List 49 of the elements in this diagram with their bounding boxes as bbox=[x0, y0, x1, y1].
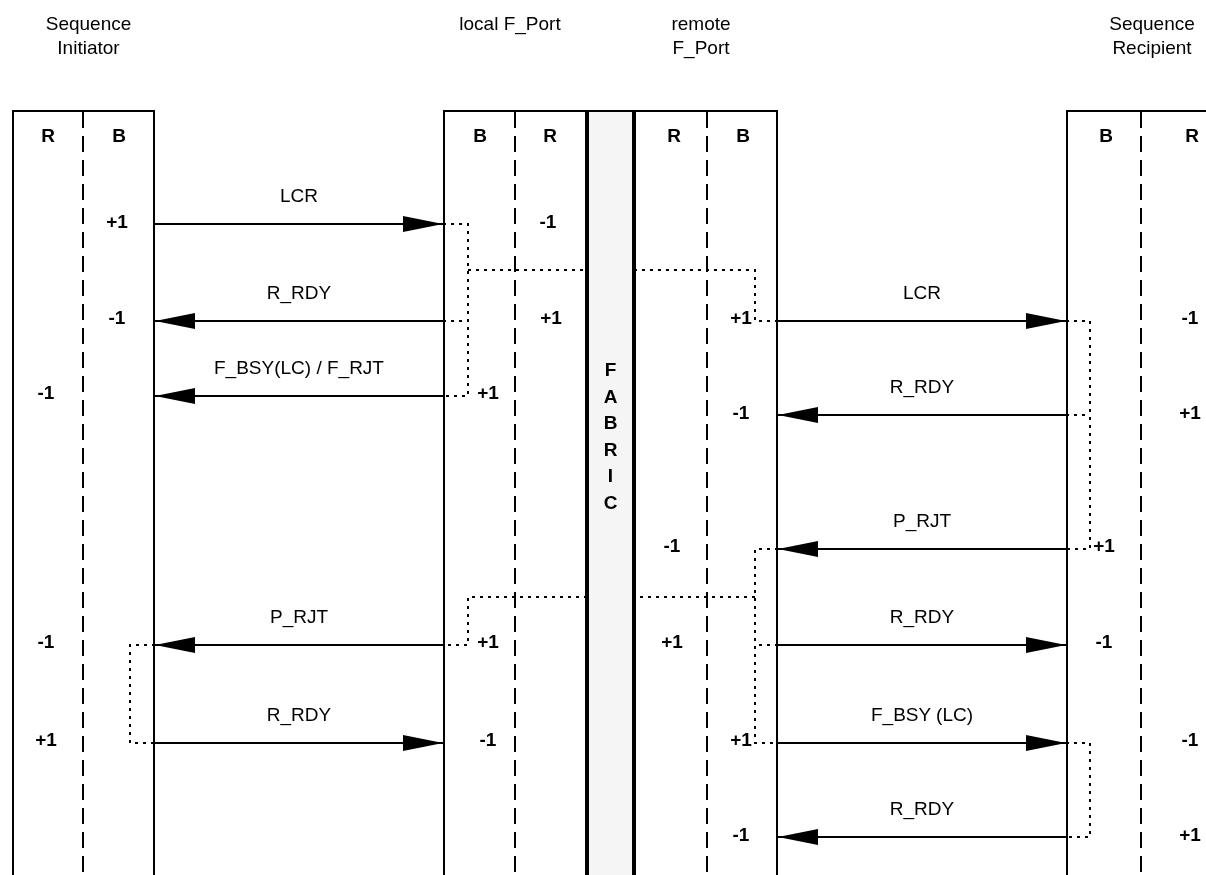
credit-count: -1 bbox=[539, 211, 557, 233]
message-arrow bbox=[154, 735, 444, 751]
credit-count: +1 bbox=[106, 211, 128, 233]
message-arrow bbox=[777, 313, 1067, 329]
column-heading: R bbox=[542, 124, 558, 148]
band-label: FABRIC bbox=[603, 358, 618, 515]
dotted-relay-line bbox=[633, 269, 779, 322]
credit-count: -1 bbox=[732, 402, 750, 424]
message-arrow bbox=[777, 637, 1067, 653]
credit-count: -1 bbox=[1181, 729, 1199, 751]
column-heading: B bbox=[735, 124, 751, 148]
credit-count: +1 bbox=[730, 307, 752, 329]
message-arrow bbox=[154, 637, 444, 653]
credit-count: -1 bbox=[1181, 307, 1199, 329]
credit-count: +1 bbox=[1179, 824, 1201, 846]
credit-count: +1 bbox=[1093, 535, 1115, 557]
column-heading: R bbox=[1184, 124, 1200, 148]
credit-count: +1 bbox=[1179, 402, 1201, 424]
credit-count: -1 bbox=[1095, 631, 1113, 653]
message-arrow bbox=[154, 216, 444, 232]
column-heading: R bbox=[666, 124, 682, 148]
credit-count: -1 bbox=[108, 307, 126, 329]
message-arrow bbox=[777, 541, 1067, 557]
message-arrow bbox=[777, 829, 1067, 845]
credit-count: -1 bbox=[37, 631, 55, 653]
lane-heading: remote F_Port bbox=[670, 12, 732, 60]
column-heading: B bbox=[472, 124, 488, 148]
credit-count: +1 bbox=[730, 729, 752, 751]
column-heading: B bbox=[1098, 124, 1114, 148]
credit-count: -1 bbox=[732, 824, 750, 846]
column-heading: B bbox=[111, 124, 127, 148]
lane-heading: local F_Port bbox=[458, 12, 562, 36]
credit-count: +1 bbox=[35, 729, 57, 751]
credit-count: -1 bbox=[37, 382, 55, 404]
credit-count: +1 bbox=[477, 631, 499, 653]
credit-count: +1 bbox=[477, 382, 499, 404]
message-arrow bbox=[777, 407, 1067, 423]
column-heading: R bbox=[40, 124, 56, 148]
credit-count: +1 bbox=[661, 631, 683, 653]
lane-heading: Sequence Recipient bbox=[1108, 12, 1196, 60]
lane-heading: Sequence Initiator bbox=[44, 12, 133, 60]
message-arrow bbox=[154, 388, 444, 404]
credit-count: -1 bbox=[479, 729, 497, 751]
message-arrow bbox=[154, 313, 444, 329]
message-arrow bbox=[777, 735, 1067, 751]
credit-count: +1 bbox=[540, 307, 562, 329]
fabric-band bbox=[587, 110, 634, 875]
dotted-relay-line bbox=[633, 596, 756, 598]
credit-count: -1 bbox=[663, 535, 681, 557]
